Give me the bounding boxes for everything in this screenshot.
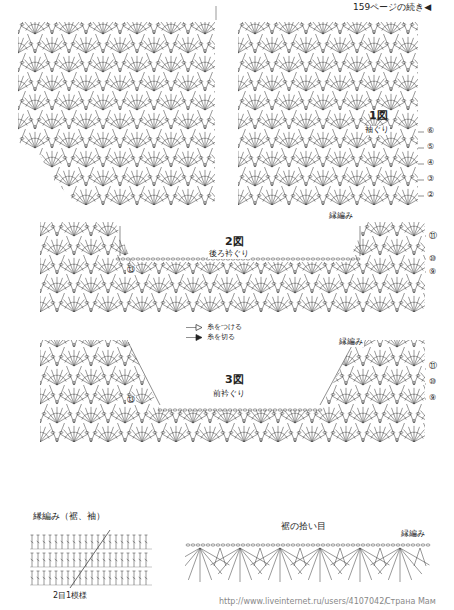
chart-label: ② <box>426 191 435 200</box>
leader-line <box>425 384 426 385</box>
chart-label: ⑨ <box>428 394 437 403</box>
chart-label: ⑬ <box>126 396 136 405</box>
chart-label: 159ページの続き◀ <box>352 3 432 13</box>
leader-line <box>425 399 426 400</box>
chart-label: ⑩ <box>428 378 437 387</box>
chart-label: ⑩ <box>428 255 437 264</box>
leader-line <box>425 369 426 370</box>
leader-line <box>418 196 424 197</box>
watermark: http://www.liveinternet.ru/users/4107042… <box>218 598 388 607</box>
leader-line <box>418 164 424 165</box>
fan-stitch-rows <box>0 15 263 205</box>
legend-symbol <box>186 334 204 341</box>
figure-number: 1図 <box>368 110 389 122</box>
legend-text: 糸をつける <box>207 322 242 332</box>
chart-label: 縁編み <box>400 530 426 539</box>
chain-row <box>158 409 322 411</box>
figure-number: 2図 <box>224 236 245 248</box>
leader-line <box>418 148 424 149</box>
leader-line <box>120 226 121 256</box>
fan-stitch-rows <box>0 328 454 442</box>
chart-label: 2目1模様 <box>52 592 88 601</box>
edging-chart <box>30 530 152 588</box>
legend-item: 糸を切る <box>186 332 235 342</box>
legend-item: 糸をつける <box>186 322 242 332</box>
chart-label: ③ <box>426 175 435 184</box>
chart-label: 後ろ衿ぐり <box>208 250 250 259</box>
leader-line <box>418 132 424 133</box>
chain-row <box>186 544 430 546</box>
chart-label: ⑬ <box>126 266 136 275</box>
watermark: Страна Мам <box>384 598 437 607</box>
chart-label: 縁編み <box>328 212 354 221</box>
leader-line <box>320 342 354 405</box>
chart-label: ⑥ <box>426 127 435 136</box>
leader-line <box>425 259 426 260</box>
legend-symbol <box>186 324 204 331</box>
guide-line <box>216 6 217 20</box>
leader-line <box>425 272 426 273</box>
figure-number: 3図 <box>224 374 245 386</box>
chart-label: ⑤ <box>426 143 435 152</box>
leader-line <box>360 226 361 256</box>
hem-scallops <box>185 548 429 582</box>
chart-label: ⑨ <box>428 268 437 277</box>
chart-label: 縁編み <box>338 338 364 347</box>
leader-line <box>425 236 426 237</box>
leader-line <box>418 180 424 181</box>
chart-label: 前衿ぐり <box>212 390 246 399</box>
legend-text: 糸を切る <box>207 332 235 342</box>
fan-stitch-rows <box>0 217 454 312</box>
chart-label: ⑪ <box>428 362 438 371</box>
fan-stitch-rows <box>190 15 454 205</box>
chart-label: 裾の拾い目 <box>280 522 327 532</box>
chart-label: ⑪ <box>428 232 438 241</box>
chart-label: 袖ぐり <box>364 126 390 135</box>
chart-label: 縁編み（裾、袖） <box>32 512 106 522</box>
chart-label: ④ <box>426 159 435 168</box>
